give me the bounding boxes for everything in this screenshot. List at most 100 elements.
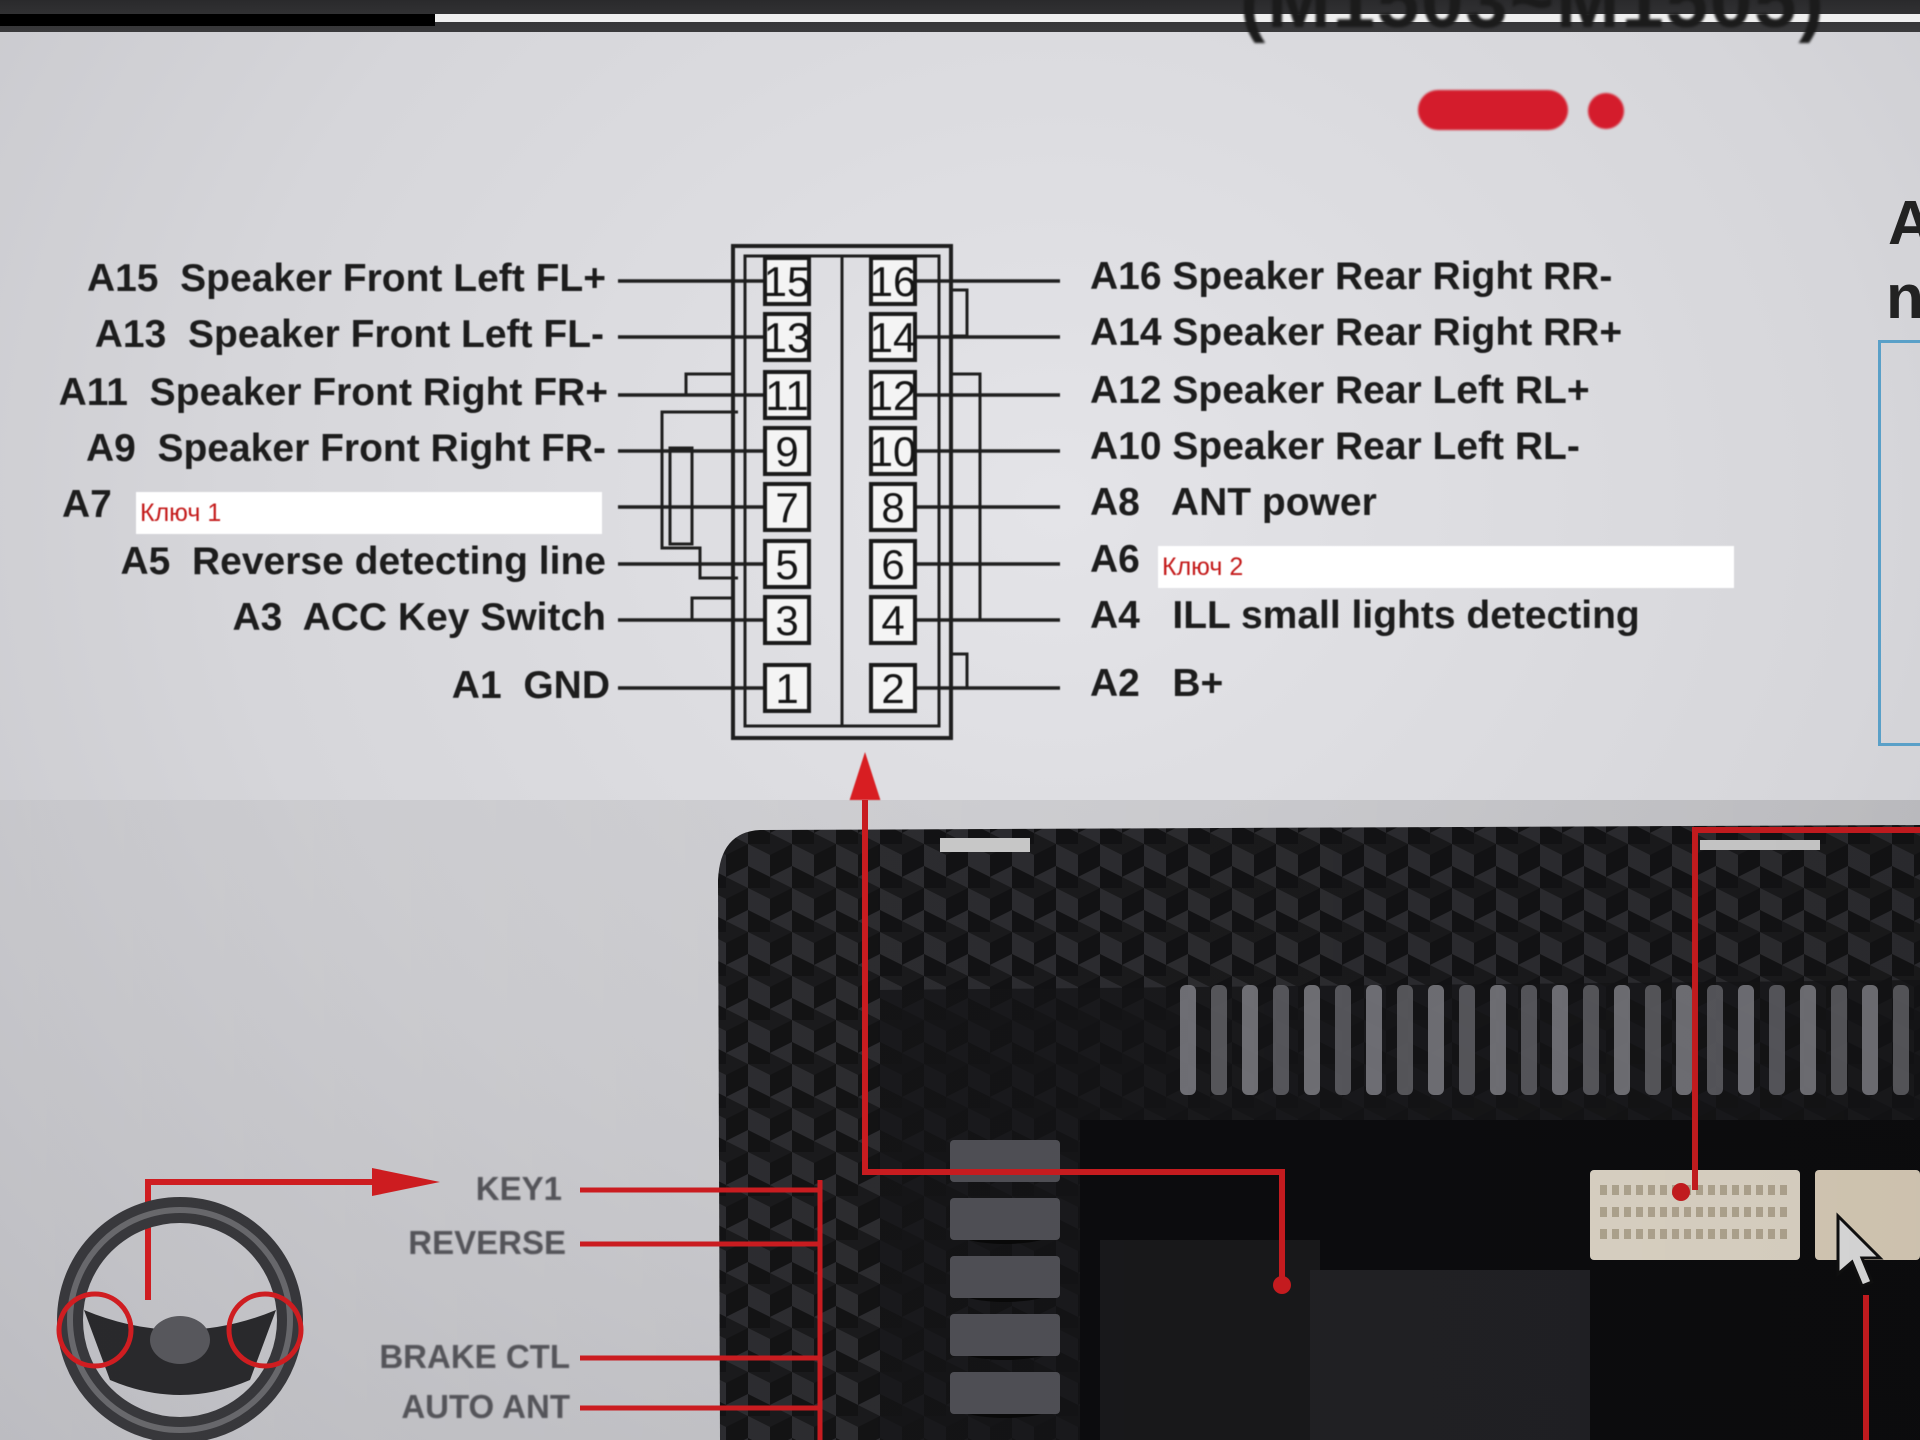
connector-clip-slot [668, 446, 694, 546]
connector-wires [618, 279, 1060, 800]
pin-cell-14 [869, 312, 917, 362]
pin-code: A6 [1090, 538, 1140, 581]
connector-latch-top [949, 288, 969, 338]
pin-description: ANT power [1139, 481, 1377, 524]
pin-cell-6 [869, 539, 917, 589]
right-edge-letter-n: n [1886, 263, 1920, 332]
left-pin-label-a9: A9 Speaker Front Right FR- [86, 427, 606, 471]
model-title: (M1503~M1505) [1240, 0, 1826, 44]
pin-code: A1 [451, 664, 502, 707]
pin-code: A2 [1090, 662, 1140, 705]
pin-code: A16 [1090, 255, 1162, 298]
pin-description: Speaker Front Left FL- [166, 313, 604, 356]
pin-description: Speaker Rear Right RR+ [1161, 311, 1623, 354]
right-edge-letter-a: A [1888, 189, 1920, 258]
pin-number-4: 4 [881, 597, 904, 644]
pin-number-5: 5 [775, 541, 798, 588]
pin-description: Speaker Rear Left RL- [1161, 425, 1580, 468]
pin-code: A8 [1090, 481, 1140, 524]
pin-code: A10 [1090, 425, 1162, 468]
pin-number-9: 9 [775, 428, 798, 475]
pin-description: Speaker Front Right FR- [135, 427, 606, 470]
connector-side-step-2 [690, 596, 733, 620]
pin-number-6: 6 [881, 541, 904, 588]
pin-cell-16 [869, 256, 917, 306]
header-bar [0, 0, 1920, 32]
pin-description: Speaker Front Left FL+ [158, 257, 606, 300]
pin-description: B+ [1139, 662, 1224, 705]
connector-housing [660, 244, 982, 740]
pin-cell-12 [869, 370, 917, 420]
pin-code: A11 [58, 371, 129, 414]
pin-cell-13 [763, 312, 811, 362]
pin-cell-9 [763, 426, 811, 476]
red-arrow-head [849, 752, 881, 800]
connector-clip-outline [660, 410, 738, 580]
left-pin-label-a5: A5 Reverse detecting line [120, 540, 606, 584]
red-pill-decoration [1418, 90, 1568, 130]
header-white-strip [435, 14, 1920, 22]
pin-cell-11 [763, 370, 811, 420]
pin-code: A13 [94, 313, 167, 356]
left-pin-label-a13: A13 Speaker Front Left FL- [95, 313, 604, 357]
right-pin-label-a16: A16 Speaker Rear Right RR- [1090, 255, 1612, 299]
connector-latch-bottom [949, 652, 969, 690]
pin-number-10: 10 [870, 428, 917, 475]
connector-side-rail [951, 372, 982, 622]
pin-description: Speaker Rear Right RR- [1161, 255, 1613, 298]
photo-shading [0, 800, 1920, 1440]
pin-code: A5 [120, 540, 171, 583]
pin-number-16: 16 [870, 258, 917, 305]
pin-description: GND [501, 664, 610, 707]
pin-cell-15 [763, 256, 811, 306]
left-pin-label-a15: A15 Speaker Front Left FL+ [87, 257, 606, 301]
pin-cell-2 [869, 663, 917, 713]
connector-side-step-1 [684, 372, 733, 395]
pin-number-11: 11 [765, 372, 809, 419]
pin-cell-3 [763, 595, 811, 645]
pin-description: Speaker Rear Left RL+ [1161, 369, 1590, 412]
pin-cell-10 [869, 426, 917, 476]
left-pin-label-a3: A3 ACC Key Switch [233, 596, 606, 640]
callout-key1: Ключ 1 [136, 492, 602, 534]
steering-menu-item: BRAKE CTL [379, 1338, 570, 1375]
pin-description: Reverse detecting line [170, 540, 606, 583]
pin-number-2: 2 [881, 665, 904, 712]
steering-menu-item: AUTO ANT [401, 1388, 570, 1425]
right-edge-panel [1878, 340, 1920, 746]
pin-number-12: 12 [870, 372, 917, 419]
pin-cell-4 [869, 595, 917, 645]
pin-description: ACC Key Switch [282, 596, 606, 639]
right-pin-label-a12: A12 Speaker Rear Left RL+ [1090, 369, 1590, 413]
right-pin-label-a8: A8 ANT power [1090, 481, 1377, 525]
head-unit-drawing [0, 800, 1920, 1440]
pin-cell-1 [763, 663, 811, 713]
left-pin-label-a1: A1 GND [452, 664, 610, 708]
pin-description: Speaker Front Right FR+ [128, 371, 608, 414]
left-pin-label-a11: A11 Speaker Front Right FR+ [59, 371, 608, 415]
pin-number-14: 14 [870, 314, 917, 361]
right-pin-label-a4: A4 ILL small lights detecting [1090, 594, 1640, 638]
right-pin-label-a14: A14 Speaker Rear Right RR+ [1090, 311, 1622, 355]
pin-number-8: 8 [881, 484, 904, 531]
pin-description: ILL small lights detecting [1139, 594, 1640, 637]
connector-outer-shell [731, 244, 953, 740]
steering-menu-item: REVERSE [408, 1224, 566, 1261]
pin-code: A12 [1090, 369, 1162, 412]
pin-cell-8 [869, 482, 917, 532]
steering-menu-item: KEY1 [475, 1170, 562, 1207]
pin-number-15: 15 [764, 258, 811, 305]
pin-cell-5 [763, 539, 811, 589]
pin-number-3: 3 [775, 597, 798, 644]
pin-code: A14 [1090, 311, 1162, 354]
pin-number-7: 7 [775, 484, 798, 531]
pin-code: A4 [1090, 594, 1140, 637]
header-black-strip [0, 14, 435, 26]
pin-code: A15 [86, 257, 159, 300]
right-pin-label-a2: A2 B+ [1090, 662, 1223, 706]
pin-code: A7 [62, 483, 112, 526]
